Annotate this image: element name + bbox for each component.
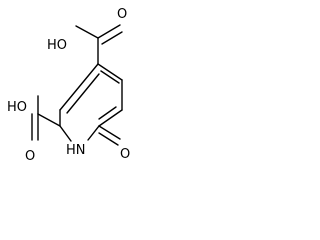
bond-c2-c3 (59, 63, 99, 111)
bond-c2-c3-second (66, 73, 100, 114)
bond-carboxyl-hydroxyl (75, 25, 99, 39)
bond-c3-c4-second (100, 70, 120, 84)
upper-carboxyl-hydroxyl-label: HO (47, 38, 67, 53)
bond-c6-n (87, 125, 100, 141)
ketone-oxygen-label: O (120, 147, 130, 162)
bond-c6-oxygen-second (98, 132, 119, 146)
bond-c3-c4 (97, 63, 123, 81)
lower-carboxyl-hydroxyl-label: HO (7, 100, 27, 115)
bond-n-c2 (59, 125, 72, 142)
molecule-structure: O HO HO O HN O (7, 7, 130, 164)
bond-c6-oxygen (98, 125, 121, 140)
bond-c2-carboxyl (37, 113, 61, 127)
upper-carboxyl-group (75, 24, 123, 65)
structure-canvas: O HO HO O HN O (0, 0, 166, 189)
bond-c5-c6-second (98, 106, 117, 120)
ketone-group (98, 125, 121, 146)
lower-carboxyl-group (31, 95, 61, 141)
pyridinone-ring (59, 63, 123, 142)
bond-c5-c6 (98, 109, 123, 127)
ring-nitrogen-label: HN (66, 143, 86, 158)
bond-carboxyl-oxygen-second (101, 31, 123, 45)
upper-carboxyl-oxygen-label: O (117, 7, 127, 22)
lower-carboxyl-oxygen-label: O (25, 149, 35, 164)
bond-carboxyl-oxygen (97, 24, 121, 39)
